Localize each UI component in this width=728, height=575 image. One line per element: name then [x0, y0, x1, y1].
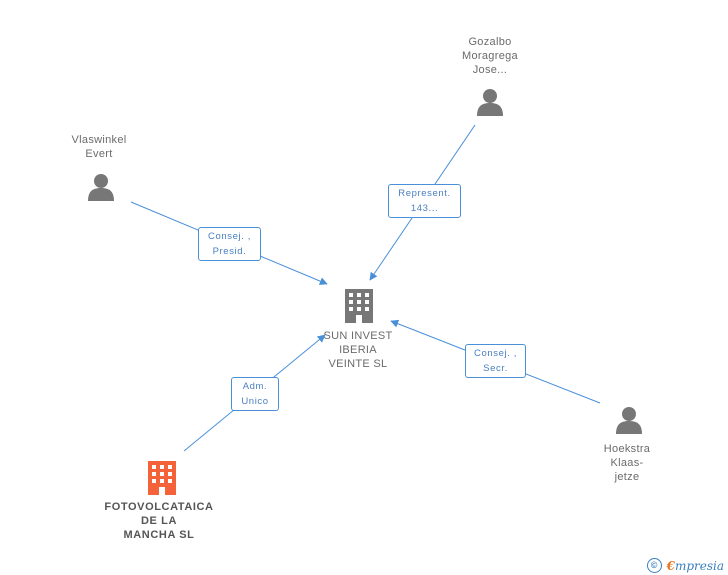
edge-label-hoekstra[interactable]: Consej. , Secr.: [465, 344, 526, 378]
person-icon[interactable]: [88, 174, 114, 201]
node-label-vlaswinkel[interactable]: Vlaswinkel Evert: [71, 134, 127, 160]
edge-label-gozalbo[interactable]: Represent. 143...: [388, 184, 461, 218]
node-label-fotovolcataica[interactable]: FOTOVOLCATAICA DE LA MANCHA SL: [104, 501, 214, 541]
node-label-hoekstra[interactable]: Hoekstra Klaas- jetze: [603, 443, 651, 483]
brand-logo[interactable]: €mpresia: [666, 558, 724, 573]
building-icon[interactable]: [148, 461, 176, 495]
edge-label-vlaswinkel[interactable]: Consej. , Presid.: [198, 227, 261, 261]
person-icon[interactable]: [616, 407, 642, 434]
edge-label-fotovolcataica[interactable]: Adm. Unico: [231, 377, 279, 411]
copyright-icon: ©: [646, 558, 662, 573]
building-icon[interactable]: [345, 289, 373, 323]
node-label-center[interactable]: SUN INVEST IBERIA VEINTE SL: [323, 330, 393, 370]
footer-brand: © €mpresia: [646, 558, 724, 573]
node-label-gozalbo[interactable]: Gozalbo Moragrega Jose...: [462, 36, 518, 76]
person-icon[interactable]: [477, 89, 503, 116]
